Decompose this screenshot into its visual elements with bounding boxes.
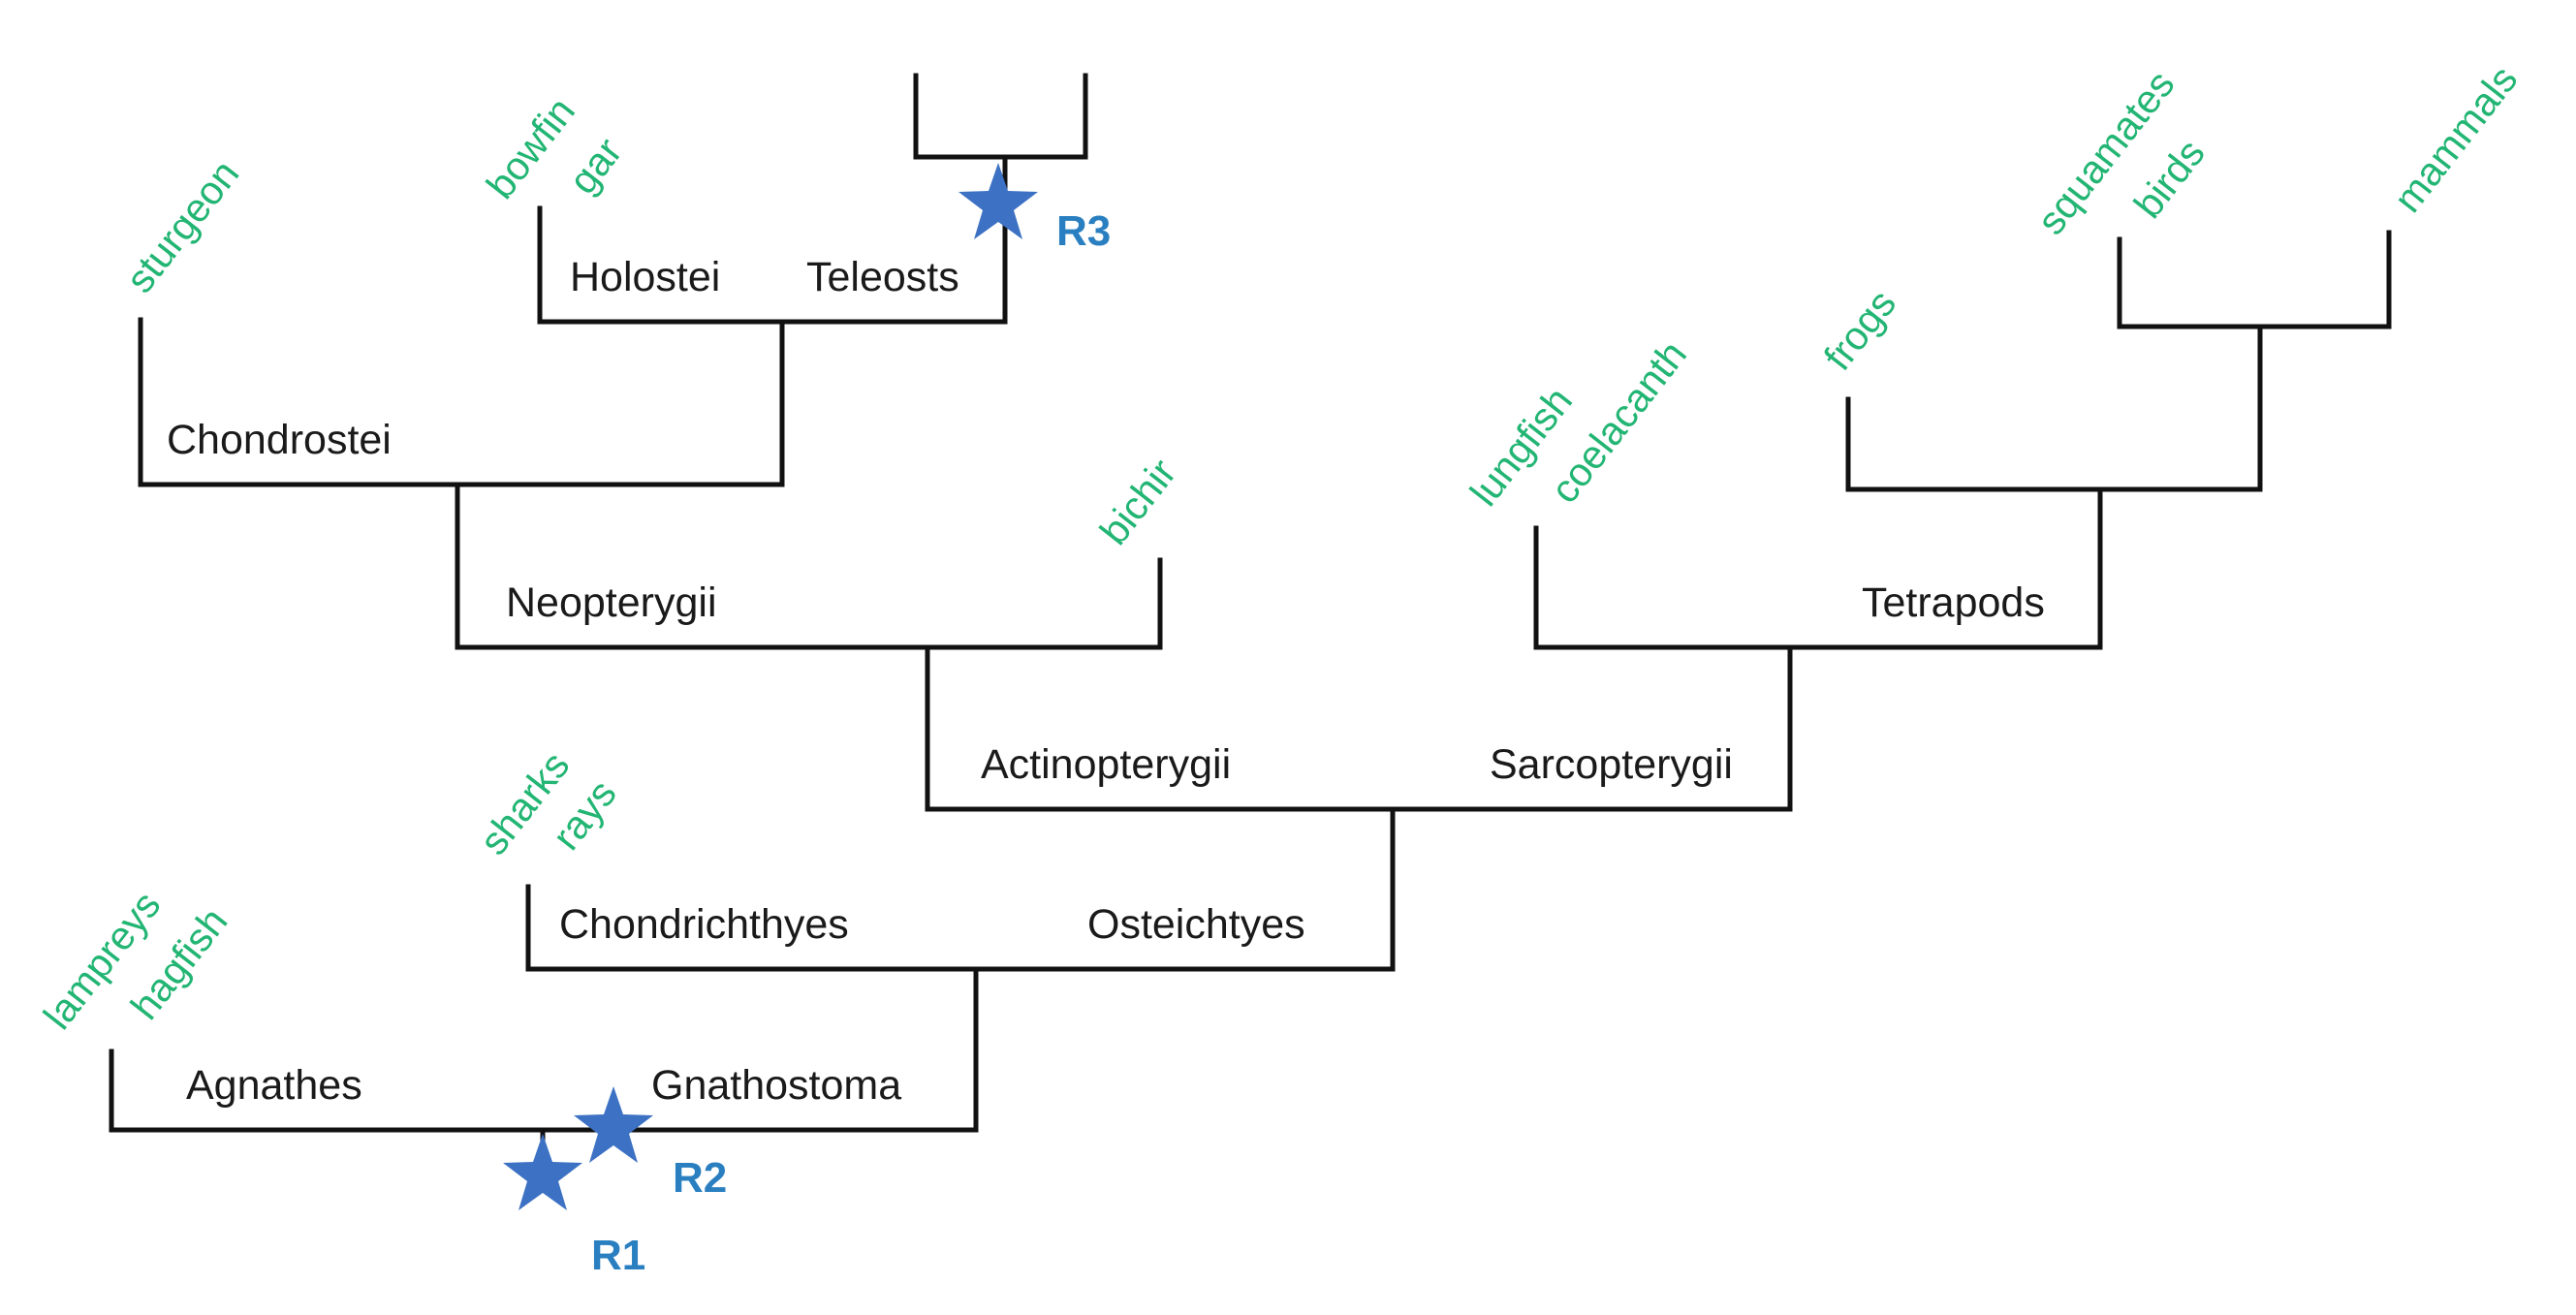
clade-label-tetrapods: Tetrapods bbox=[1862, 579, 2045, 626]
branch-chondrichthyes bbox=[525, 884, 979, 972]
clade-label-teleosts: Teleosts bbox=[806, 254, 959, 300]
branch-gnathostoma bbox=[540, 966, 979, 1133]
clade-label-chondrichthyes: Chondrichthyes bbox=[559, 901, 849, 948]
clade-label-agnathes: Agnathes bbox=[186, 1062, 362, 1109]
taxon-label-bichir: bichir bbox=[1091, 451, 1185, 553]
clade-label-osteichtyes: Osteichtyes bbox=[1087, 901, 1305, 948]
branch-chondrostei bbox=[138, 317, 460, 487]
branch-holostei-teleosts bbox=[455, 319, 785, 487]
star-icon-r1 bbox=[503, 1134, 582, 1210]
branch-birds-mammals bbox=[2117, 230, 2392, 329]
taxon-label-gar: gar bbox=[560, 130, 631, 203]
branch-teleost-crown bbox=[913, 73, 1088, 160]
star-icon-r2 bbox=[574, 1086, 653, 1163]
star-icon-r3 bbox=[958, 163, 1038, 239]
branch-lungfish-coelacanth bbox=[1533, 525, 1793, 650]
clade-label-sarcopterygii: Sarcopterygii bbox=[1490, 741, 1733, 788]
clade-label-holostei: Holostei bbox=[570, 254, 720, 300]
marker-label-r3: R3 bbox=[1056, 207, 1111, 255]
clade-labels: Holostei Teleosts Chondrostei Neopterygi… bbox=[167, 254, 2045, 1109]
marker-label-r2: R2 bbox=[673, 1154, 727, 1202]
clade-label-actinopterygii: Actinopterygii bbox=[981, 741, 1231, 788]
branch-tetrapods bbox=[1787, 486, 2103, 650]
branch-actinopterygii bbox=[925, 644, 1396, 812]
clade-label-gnathostoma: Gnathostoma bbox=[651, 1062, 901, 1109]
branch-sarcopterygii bbox=[1390, 644, 1793, 812]
taxon-label-mammals: mammals bbox=[2385, 57, 2527, 220]
clade-label-chondrostei: Chondrostei bbox=[167, 417, 392, 463]
branch-frogs bbox=[1845, 396, 2263, 492]
branch-bichir bbox=[925, 557, 1163, 650]
branch-osteichtyes bbox=[973, 806, 1396, 972]
duplication-markers: R1 R2 R3 bbox=[503, 163, 1111, 1279]
taxon-labels: sturgeon bowfin gar squamates birds mamm… bbox=[35, 57, 2527, 1037]
taxon-label-frogs: frogs bbox=[1815, 281, 1904, 378]
branch-holostei bbox=[537, 205, 785, 325]
clade-label-neopterygii: Neopterygii bbox=[506, 579, 717, 626]
tree-branches bbox=[109, 73, 2392, 1193]
marker-label-r1: R1 bbox=[591, 1232, 645, 1279]
branch-neopterygii bbox=[455, 482, 930, 650]
taxon-label-sturgeon: sturgeon bbox=[117, 151, 247, 300]
taxon-label-bowfin: bowfin bbox=[478, 89, 583, 207]
